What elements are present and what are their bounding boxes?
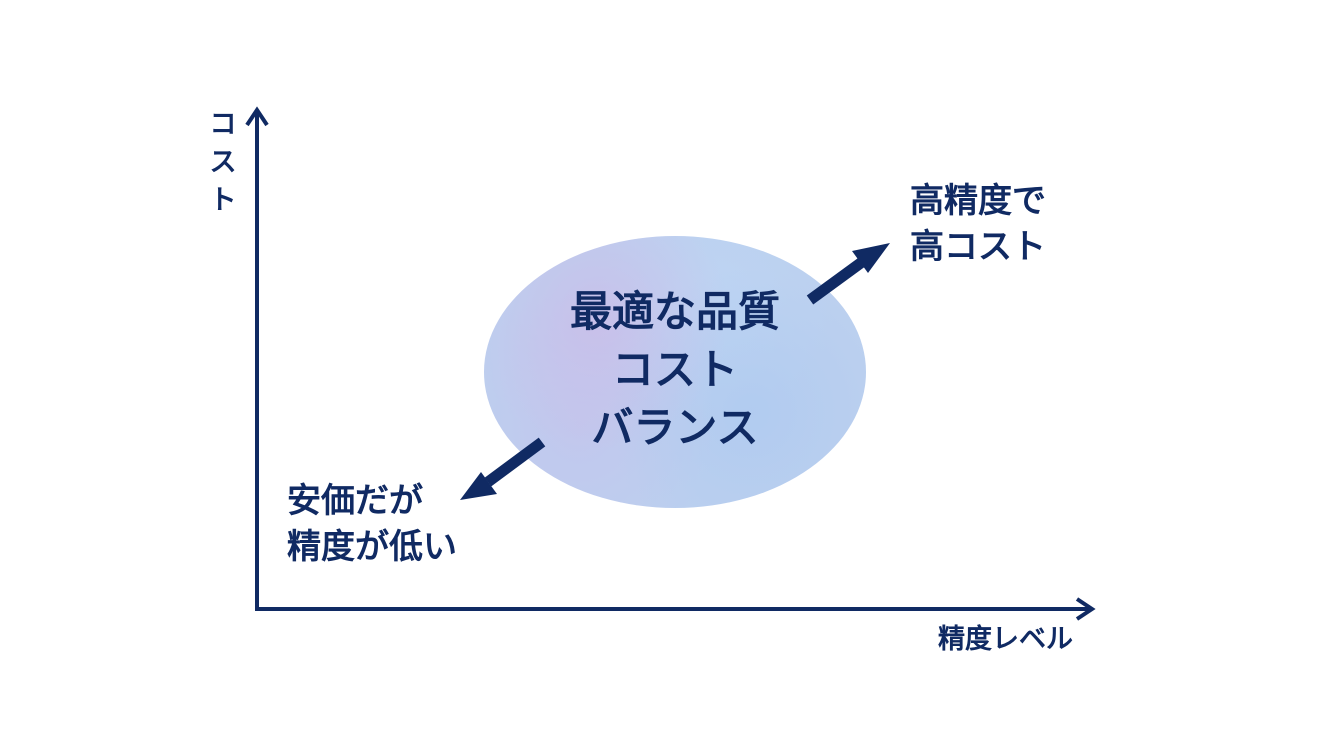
center-label-line: 最適な品質 [569,287,780,336]
top-right-label-line: 高コスト [910,227,1046,267]
center-label: 最適な品質 コスト バランス [484,283,866,457]
y-axis-label-char: コ [209,109,237,140]
cheap-low-accuracy-label: 安価だが 精度が低い [287,478,457,570]
bottom-left-label-line: 精度が低い [287,527,457,567]
high-accuracy-high-cost-label: 高精度で 高コスト [910,178,1046,270]
x-axis-arrowhead-icon [1075,597,1096,621]
center-label-line: バランス [591,403,759,452]
center-label-line: コスト [611,345,738,394]
balance-ellipse [484,236,866,508]
y-axis-label: コ ス ト [208,106,238,220]
y-axis-arrowhead-icon [245,106,269,127]
y-axis-label-char: ト [209,185,237,216]
x-axis-label: 精度レベル [938,624,1073,655]
y-axis-label-char: ス [209,147,237,178]
arrow-up-right-icon [806,243,890,305]
bottom-left-label-line: 安価だが [287,481,423,521]
arrow-down-left-icon [460,437,546,500]
top-right-label-line: 高精度で [910,181,1046,221]
